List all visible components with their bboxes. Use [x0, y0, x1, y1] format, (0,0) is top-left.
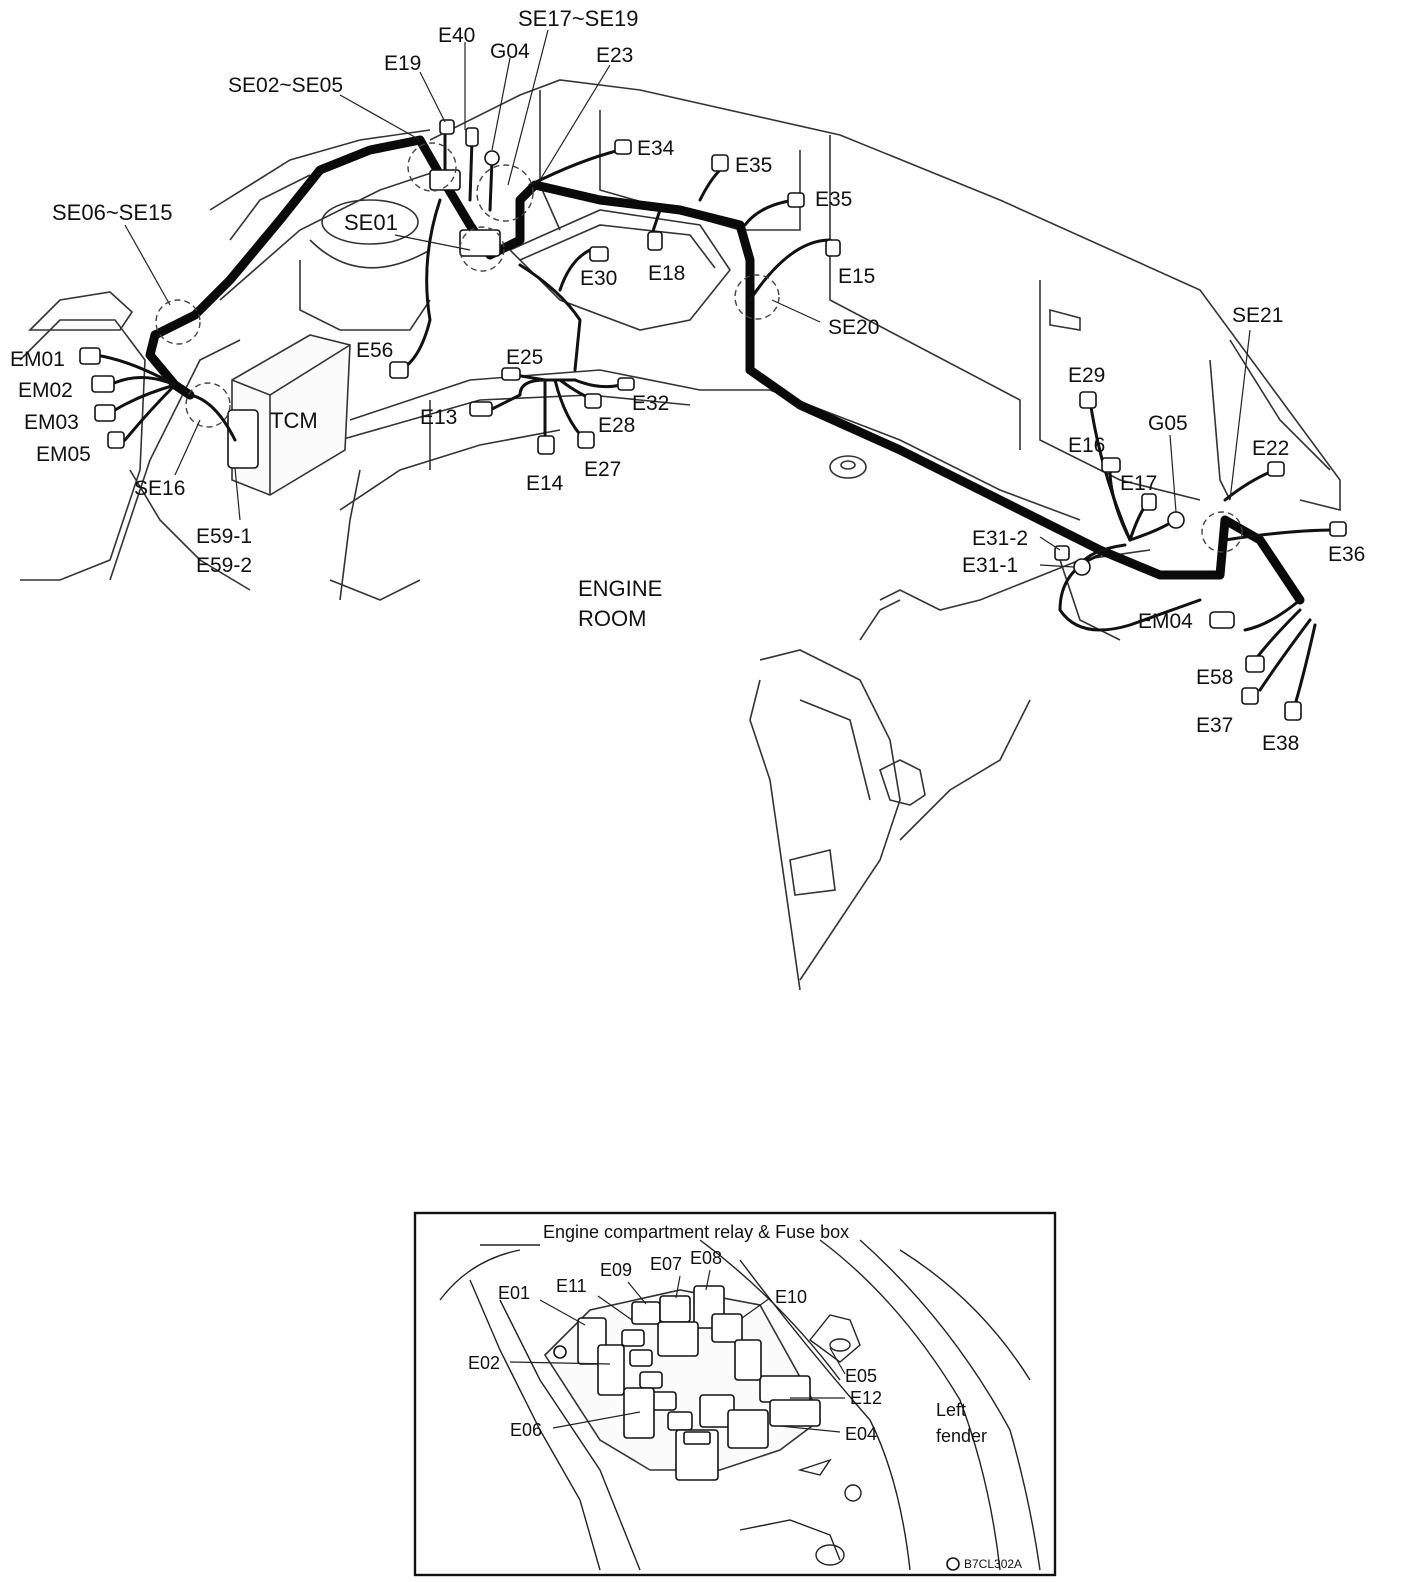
- label-e38: E38: [1262, 732, 1299, 755]
- label-e14: E14: [526, 472, 564, 495]
- label-e40: E40: [438, 24, 475, 47]
- label-em04: EM04: [1138, 610, 1193, 633]
- inset-label-e10: E10: [775, 1287, 807, 1307]
- label-e34: E34: [637, 137, 675, 160]
- label-se16: SE16: [134, 477, 185, 500]
- label-e17: E17: [1120, 472, 1157, 495]
- inset-label-e07: E07: [650, 1254, 682, 1274]
- label-e56: E56: [356, 339, 393, 362]
- label-e29: E29: [1068, 364, 1105, 387]
- figure-code-marker: [946, 1557, 960, 1571]
- label-em03: EM03: [24, 411, 79, 434]
- inset-label-e09: E09: [600, 1260, 632, 1280]
- label-e22: E22: [1252, 437, 1289, 460]
- label-e31-2: E31-2: [972, 527, 1028, 550]
- label-em02: EM02: [18, 379, 73, 402]
- label-e23: E23: [596, 44, 633, 67]
- inset-label-e08: E08: [690, 1248, 722, 1268]
- engine-bay-illustration: [19, 79, 1341, 991]
- label-se17-se19: SE17~SE19: [518, 6, 638, 31]
- fuse-box-inset: Engine compartment relay & Fuse box: [413, 1211, 1057, 1577]
- inset-label-e11: E11: [556, 1276, 587, 1296]
- inset-label-e06: E06: [510, 1420, 542, 1440]
- leader-lines: [124, 29, 1251, 568]
- label-e31-1: E31-1: [962, 554, 1018, 577]
- main-view-labels: SE17~SE19 E40 G04 E23 E19 SE02~SE05 E34 …: [10, 6, 1365, 755]
- label-e36: E36: [1328, 543, 1365, 566]
- label-se20: SE20: [828, 316, 879, 339]
- label-e35: E35: [815, 188, 852, 211]
- splice-circles: [155, 142, 1243, 553]
- engine-room-label-line2: ROOM: [578, 606, 646, 631]
- label-e25: E25: [506, 346, 543, 369]
- inset-title: Engine compartment relay & Fuse box: [543, 1222, 849, 1242]
- label-e59-1: E59-1: [196, 525, 252, 548]
- left-fender-label-line1: Left: [936, 1400, 966, 1420]
- label-e19: E19: [384, 52, 421, 75]
- label-em05: EM05: [36, 443, 91, 466]
- label-g05: G05: [1148, 412, 1188, 435]
- main-harness: [145, 135, 1305, 605]
- engine-room-label-line1: ENGINE: [578, 576, 662, 601]
- label-se21: SE21: [1232, 304, 1283, 327]
- label-g04: G04: [490, 40, 530, 63]
- label-em01: EM01: [10, 348, 65, 371]
- label-se02-se05: SE02~SE05: [228, 74, 343, 97]
- label-se06-se15: SE06~SE15: [52, 200, 172, 225]
- label-e16: E16: [1068, 434, 1105, 457]
- figure-code: B7CL302A: [964, 1557, 1022, 1571]
- inset-label-e01: E01: [498, 1283, 530, 1303]
- label-e32: E32: [632, 392, 669, 415]
- label-e58: E58: [1196, 666, 1233, 689]
- label-e59-2: E59-2: [196, 554, 252, 577]
- label-e37: E37: [1196, 714, 1233, 737]
- tcm-label: TCM: [270, 408, 318, 433]
- label-se01: SE01: [344, 210, 398, 235]
- left-fender-label-line2: fender: [936, 1426, 987, 1446]
- inset-label-e05: E05: [845, 1366, 877, 1386]
- label-e28: E28: [598, 414, 635, 437]
- inset-label-e12: E12: [850, 1388, 882, 1408]
- label-e13: E13: [420, 406, 457, 429]
- label-e30: E30: [580, 267, 617, 290]
- inset-label-e02: E02: [468, 1353, 500, 1373]
- label-e18: E18: [648, 262, 685, 285]
- label-e27: E27: [584, 458, 621, 481]
- inset-label-e04: E04: [845, 1424, 877, 1444]
- label-e35-top: E35: [735, 154, 772, 177]
- connector-shapes: [79, 119, 1347, 721]
- label-e15: E15: [838, 265, 875, 288]
